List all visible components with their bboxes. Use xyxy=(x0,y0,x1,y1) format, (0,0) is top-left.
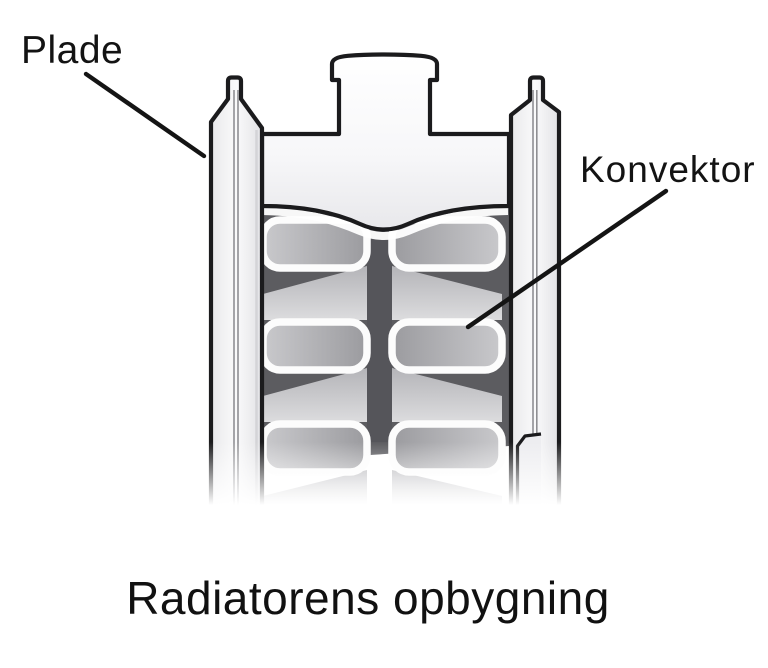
konvektor-leader-line xyxy=(465,188,669,330)
fin-fold-ring xyxy=(388,318,506,374)
fin-face xyxy=(392,266,502,320)
water-channel xyxy=(259,52,512,232)
fin-face xyxy=(263,266,367,320)
fin-fold-ring xyxy=(259,318,371,374)
channel-underglow xyxy=(261,207,509,240)
fin-face xyxy=(263,368,367,422)
fin-face xyxy=(392,368,502,422)
diagram-caption: Radiatorens opbygning xyxy=(126,572,610,624)
label-plade: Plade xyxy=(21,29,124,72)
right-plate xyxy=(508,75,562,523)
bottom-fade xyxy=(175,442,585,572)
plade-leader-line xyxy=(83,71,207,159)
label-konvektor: Konvektor xyxy=(580,149,756,190)
